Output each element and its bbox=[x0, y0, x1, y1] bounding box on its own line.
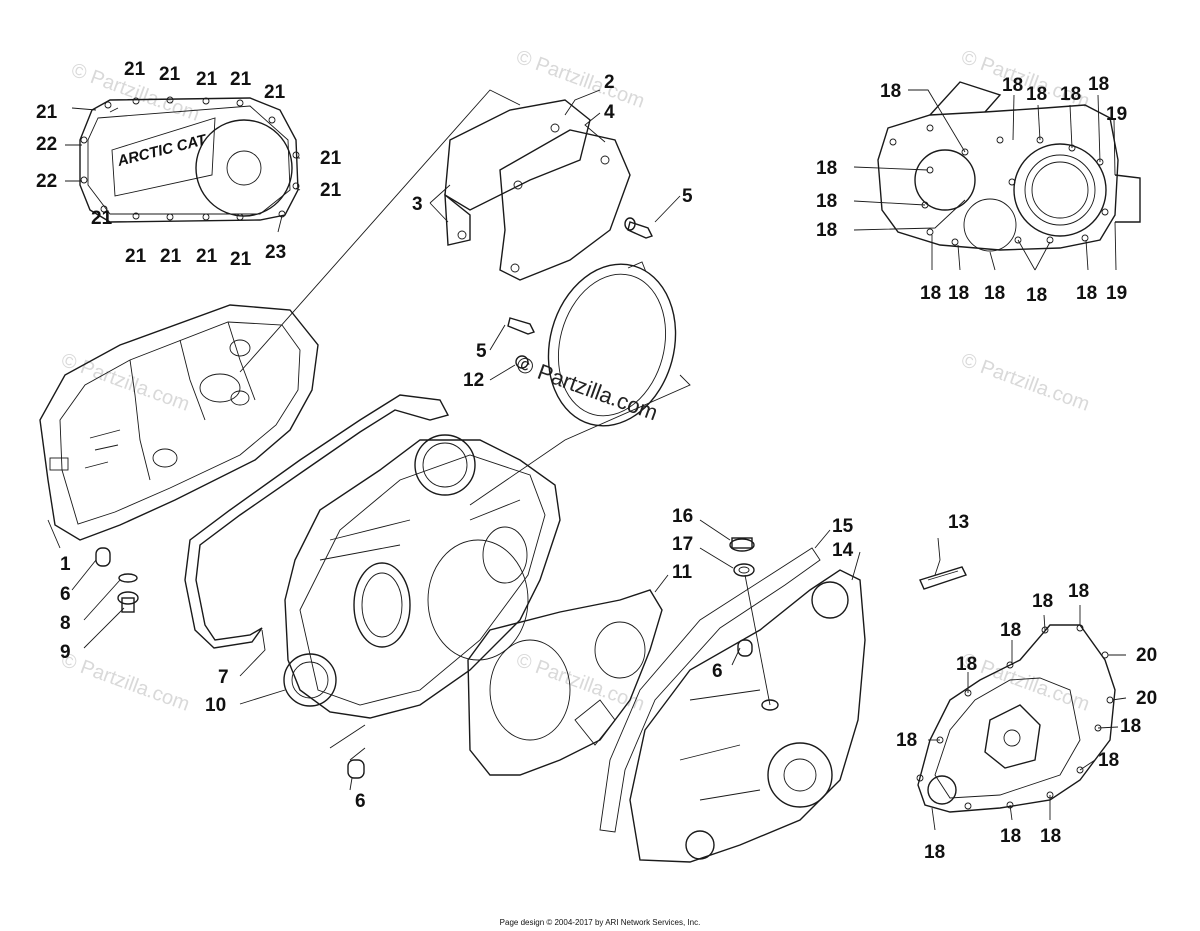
callout-6: 6 bbox=[712, 661, 723, 682]
callout-18: 18 bbox=[984, 283, 1005, 304]
duct-plates-2-3-4 bbox=[444, 99, 631, 281]
callout-18: 18 bbox=[1068, 581, 1089, 602]
callout-18: 18 bbox=[956, 654, 977, 675]
callout-3: 3 bbox=[412, 194, 423, 215]
callout-18: 18 bbox=[1026, 285, 1047, 306]
callout-11: 11 bbox=[672, 562, 693, 583]
callout-5: 5 bbox=[682, 186, 693, 207]
callout-21: 21 bbox=[124, 59, 146, 80]
callout-21: 21 bbox=[320, 180, 342, 201]
callout-21: 21 bbox=[36, 102, 58, 123]
callout-18: 18 bbox=[1098, 750, 1119, 771]
callout-18: 18 bbox=[816, 158, 837, 179]
plug-16-and-oring-17 bbox=[729, 537, 755, 577]
callout-23: 23 bbox=[265, 242, 286, 263]
watermark: © Partzilla.com bbox=[513, 649, 647, 716]
callout-18: 18 bbox=[816, 220, 837, 241]
callout-18: 18 bbox=[1088, 74, 1109, 95]
callout-18: 18 bbox=[920, 283, 941, 304]
screw-5-upper bbox=[624, 217, 653, 239]
callout-18: 18 bbox=[1000, 826, 1021, 847]
callout-18: 18 bbox=[896, 730, 917, 751]
callout-5: 5 bbox=[476, 341, 487, 362]
callout-21: 21 bbox=[196, 69, 218, 90]
callout-15: 15 bbox=[832, 516, 854, 537]
callout-20: 20 bbox=[1136, 688, 1157, 709]
callout-20: 20 bbox=[1136, 645, 1157, 666]
callout-1: 1 bbox=[60, 554, 71, 575]
callout-13: 13 bbox=[948, 512, 969, 533]
callout-21: 21 bbox=[230, 249, 252, 270]
clutch-housing-10 bbox=[283, 434, 561, 719]
dowel-pin-6-lower bbox=[347, 759, 365, 779]
callout-21: 21 bbox=[160, 246, 182, 267]
watermark: © Partzilla.com bbox=[958, 349, 1092, 416]
screw-5-lower bbox=[507, 317, 535, 335]
callout-18: 18 bbox=[1120, 716, 1141, 737]
callout-18: 18 bbox=[1002, 75, 1023, 96]
callout-14: 14 bbox=[832, 540, 854, 561]
callout-21: 21 bbox=[230, 69, 252, 90]
callout-labels: 21 21 21 21 21 21 22 22 21 21 21 21 21 2… bbox=[36, 59, 1157, 863]
decal-13 bbox=[919, 566, 967, 590]
callout-18: 18 bbox=[1032, 591, 1053, 612]
callout-18: 18 bbox=[1040, 826, 1061, 847]
callout-18: 18 bbox=[1076, 283, 1097, 304]
engine-case-14 bbox=[629, 569, 866, 863]
callout-21: 21 bbox=[125, 246, 147, 267]
callout-18: 18 bbox=[1060, 84, 1081, 105]
callout-18: 18 bbox=[1000, 620, 1021, 641]
callout-22: 22 bbox=[36, 134, 57, 155]
dowel-pin-6 bbox=[95, 547, 111, 567]
callout-18: 18 bbox=[880, 81, 901, 102]
callout-18: 18 bbox=[1026, 84, 1047, 105]
watermark: © Partzilla.com bbox=[513, 46, 647, 113]
callout-12: 12 bbox=[463, 370, 484, 391]
callout-22: 22 bbox=[36, 171, 57, 192]
page-footer: Page design © 2004-2017 by ARI Network S… bbox=[499, 918, 701, 927]
callout-8: 8 bbox=[60, 613, 71, 634]
callout-4: 4 bbox=[604, 102, 615, 123]
callout-21: 21 bbox=[196, 246, 218, 267]
callout-10: 10 bbox=[205, 695, 226, 716]
gasket-11 bbox=[467, 589, 663, 776]
callout-6: 6 bbox=[355, 791, 366, 812]
callout-19: 19 bbox=[1106, 283, 1127, 304]
callout-18: 18 bbox=[948, 283, 969, 304]
crankcase-cover-right bbox=[877, 81, 1141, 252]
intake-ring-12 bbox=[515, 261, 677, 427]
center-watermark: © Partzilla.com bbox=[513, 351, 661, 425]
callout-21: 21 bbox=[159, 64, 181, 85]
callout-9: 9 bbox=[60, 642, 71, 663]
clutch-cover-housing bbox=[39, 304, 319, 541]
watermark: © Partzilla.com bbox=[58, 349, 192, 416]
callout-21: 21 bbox=[264, 82, 286, 103]
callout-2: 2 bbox=[604, 72, 615, 93]
callout-21: 21 bbox=[91, 208, 113, 229]
stator-cover bbox=[916, 624, 1116, 813]
callout-18: 18 bbox=[816, 191, 837, 212]
watermark: © Partzilla.com bbox=[958, 649, 1092, 716]
leader-lines bbox=[47, 89, 1127, 831]
callout-17: 17 bbox=[672, 534, 693, 555]
callout-7: 7 bbox=[218, 667, 229, 688]
callout-21: 21 bbox=[320, 148, 342, 169]
callout-19: 19 bbox=[1106, 104, 1127, 125]
cover-gasket-7 bbox=[184, 394, 450, 649]
callout-16: 16 bbox=[672, 506, 693, 527]
callout-6: 6 bbox=[60, 584, 71, 605]
brand-logo: ARCTIC CAT bbox=[115, 131, 210, 170]
dowel-pin-6-right bbox=[737, 639, 753, 657]
gasket-15 bbox=[599, 547, 821, 833]
watermark: © Partzilla.com bbox=[58, 649, 192, 716]
callout-18: 18 bbox=[924, 842, 945, 863]
bolt-8-and-washer-9 bbox=[117, 573, 139, 613]
